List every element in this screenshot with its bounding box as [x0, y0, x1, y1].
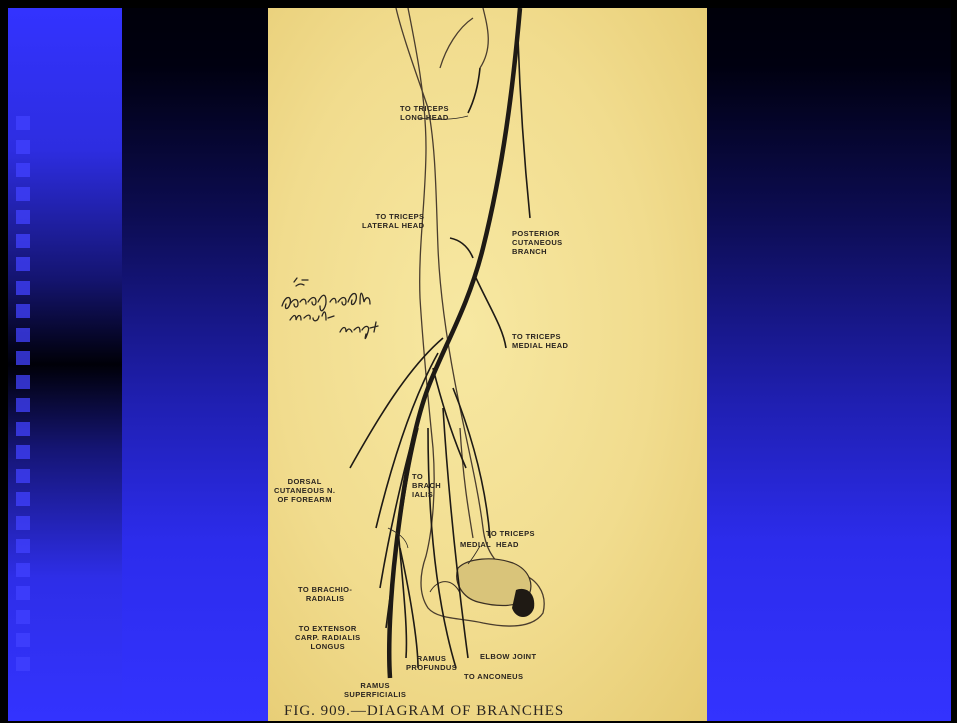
decorative-square	[16, 375, 30, 389]
label-triceps-long-head: TO TRICEPS LONG HEAD	[400, 104, 449, 122]
label-triceps-lateral-head: TO TRICEPS LATERAL HEAD	[362, 212, 424, 230]
label-to-brachioradialis: TO BRACHIO- RADIALIS	[298, 585, 352, 603]
decorative-square	[16, 328, 30, 342]
decorative-square	[16, 657, 30, 671]
decorative-square	[16, 257, 30, 271]
decorative-square	[16, 116, 30, 130]
label-dorsal-cutaneous-nerve: DORSAL CUTANEOUS N. OF FOREARM	[274, 477, 335, 504]
decorative-square	[16, 281, 30, 295]
nerve-diagram	[268, 8, 707, 721]
decorative-square	[16, 422, 30, 436]
decorative-square	[16, 304, 30, 318]
figure-caption: FIG. 909.—DIAGRAM OF BRANCHES	[284, 703, 564, 720]
label-triceps-medial-head-upper: TO TRICEPS MEDIAL HEAD	[512, 332, 568, 350]
decorative-square	[16, 563, 30, 577]
label-posterior-cutaneous-branch: POSTERIOR CUTANEOUS BRANCH	[512, 229, 563, 256]
decorative-square	[16, 633, 30, 647]
left-decorative-band	[8, 8, 122, 721]
decorative-square	[16, 398, 30, 412]
label-medial-head-lower: MEDIAL HEAD	[460, 540, 519, 549]
decorative-square	[16, 516, 30, 530]
decorative-square	[16, 492, 30, 506]
label-elbow-joint: ELBOW JOINT	[480, 652, 536, 661]
label-to-anconeus: TO ANCONEUS	[464, 672, 523, 681]
decorative-square	[16, 210, 30, 224]
handwritten-note	[276, 276, 416, 356]
decorative-square	[16, 163, 30, 177]
decorative-square	[16, 586, 30, 600]
label-to-triceps-lower: TO TRICEPS	[486, 529, 535, 538]
label-to-extensor-carpi: TO EXTENSOR CARP. RADIALIS LONGUS	[295, 624, 360, 651]
decorative-square	[16, 469, 30, 483]
elbow-articular-surface	[430, 559, 534, 617]
decorative-square	[16, 539, 30, 553]
decorative-square	[16, 351, 30, 365]
label-ramus-superficialis: RAMUS SUPERFICIALIS	[344, 681, 406, 699]
decorative-square	[16, 445, 30, 459]
decorative-square-column	[16, 116, 32, 676]
slide-background: TO TRICEPS LONG HEAD TO TRICEPS LATERAL …	[8, 8, 951, 721]
anatomy-figure-photo: TO TRICEPS LONG HEAD TO TRICEPS LATERAL …	[268, 8, 707, 721]
decorative-square	[16, 610, 30, 624]
decorative-square	[16, 234, 30, 248]
decorative-square	[16, 140, 30, 154]
label-to-brachialis: TO BRACH IALIS	[412, 472, 441, 499]
label-ramus-profundus: RAMUS PROFUNDUS	[406, 654, 457, 672]
decorative-square	[16, 187, 30, 201]
